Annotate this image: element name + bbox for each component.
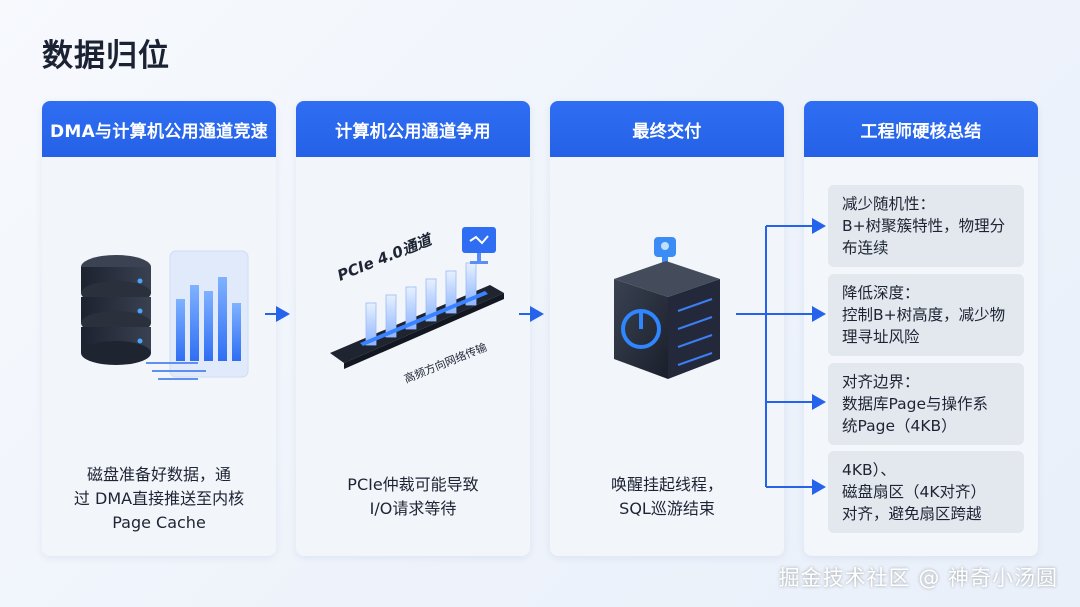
text-line: 唤醒挂起线程， — [610, 475, 723, 494]
summary-line: 理寻址风险 — [842, 328, 920, 346]
card-header: 工程师硬核总结 — [804, 101, 1038, 157]
text-line: 磁盘准备好数据，通 — [86, 465, 231, 484]
card-shared-channel: 计算机公用通道争用 PCIe 4.0通道 高频方向网络传输 — [296, 101, 530, 556]
card-final-delivery: 最终交付 唤醒挂起线程， SQL巡游结束 — [550, 101, 784, 556]
card-header: DMA与计算机公用通道竞速 — [42, 101, 276, 157]
card-description: PCIe仲裁可能导致 I/O请求等待 — [296, 473, 530, 521]
pcie-channel-illustration: PCIe 4.0通道 高频方向网络传输 — [330, 227, 504, 386]
summary-item-depth: 降低深度： 控制B+树高度，减少物 理寻址风险 — [828, 274, 1024, 356]
server-illustration — [614, 237, 720, 379]
card-description: 磁盘准备好数据，通 过 DMA直接推送至内核 Page Cache — [42, 463, 276, 535]
database-disk-illustration — [81, 250, 249, 380]
summary-line: 统Page（4KB） — [842, 417, 957, 435]
text-line: I/O请求等待 — [369, 499, 457, 518]
summary-line: 数据库Page与操作系 — [842, 395, 989, 413]
summary-heading: 降低深度： — [842, 284, 920, 302]
card-description: 唤醒挂起线程， SQL巡游结束 — [550, 473, 784, 521]
text-line: 过 DMA直接推送至内核 — [73, 489, 245, 508]
summary-line: 布连续 — [842, 239, 889, 257]
summary-heading: 4KB）、 — [842, 461, 896, 479]
summary-item-sector: 4KB）、 磁盘扇区（4K对齐） 对齐，避免扇区跨越 — [828, 451, 1024, 533]
summary-line: B+树聚簇特性，物理分 — [842, 217, 1006, 235]
text-line: PCIe仲裁可能导致 — [347, 475, 479, 494]
summary-item-randomness: 减少随机性： B+树聚簇特性，物理分 布连续 — [828, 185, 1024, 267]
card-dma-race: DMA与计算机公用通道竞速 — [42, 101, 276, 556]
summary-heading: 对齐边界： — [842, 373, 920, 391]
text-line: Page Cache — [112, 513, 206, 532]
watermark: 掘金技术社区 @ 神奇小汤圆 — [778, 566, 1058, 590]
card-header: 最终交付 — [550, 101, 784, 157]
summary-heading: 减少随机性： — [842, 195, 936, 213]
summary-item-alignment: 对齐边界： 数据库Page与操作系 统Page（4KB） — [828, 363, 1024, 445]
card-engineer-summary: 工程师硬核总结 减少随机性： B+树聚簇特性，物理分 布连续 降低深度： 控制B… — [804, 101, 1038, 556]
card-header: 计算机公用通道争用 — [296, 101, 530, 157]
summary-line: 控制B+树高度，减少物 — [842, 306, 1006, 324]
page-title: 数据归位 — [42, 38, 170, 74]
summary-line: 磁盘扇区（4K对齐） — [842, 483, 987, 501]
summary-line: 对齐，避免扇区跨越 — [842, 505, 982, 523]
text-line: SQL巡游结束 — [619, 499, 715, 518]
